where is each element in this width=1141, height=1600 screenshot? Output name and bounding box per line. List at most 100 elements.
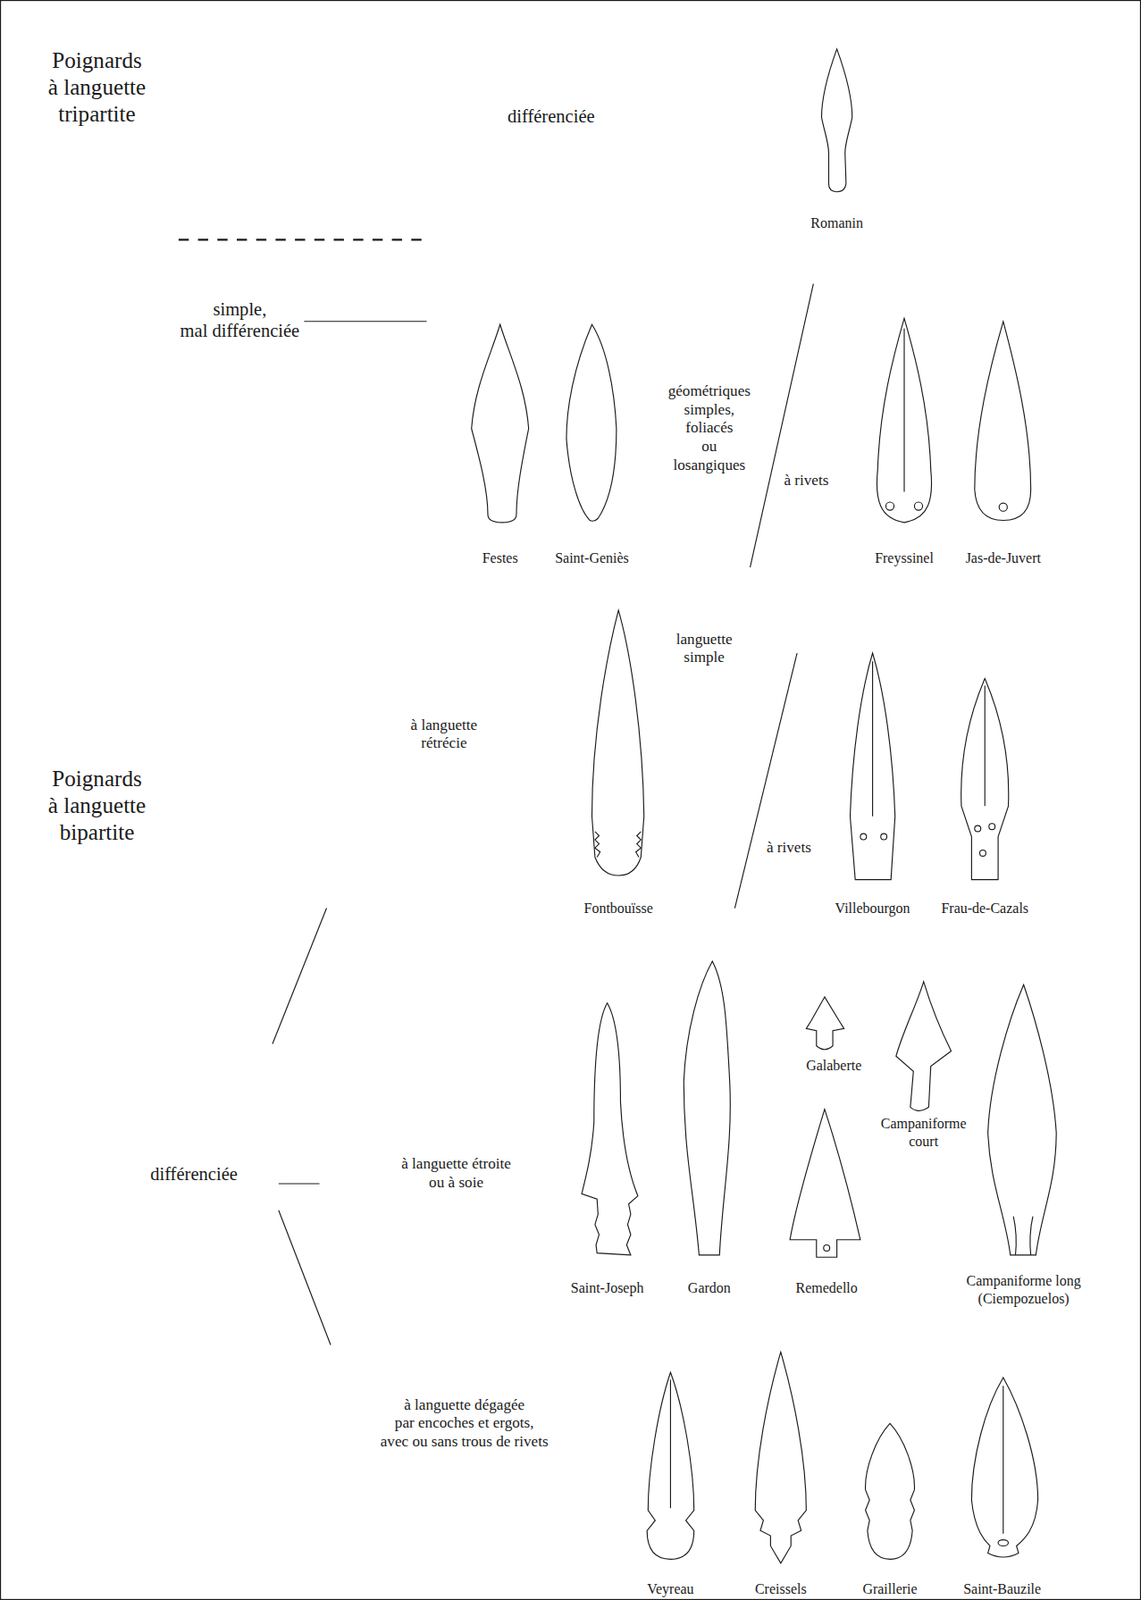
dagger-name: Festes [482,549,519,567]
dagger [471,324,529,523]
class-label: à languette étroite ou à soie [401,1155,512,1192]
text-line: différenciée [150,1163,238,1186]
divider [178,238,424,241]
text-line: à languette dégagée [380,1396,549,1416]
text-line: à languette [48,792,146,820]
text-line: Villebourgon [835,899,911,917]
dagger-name: Fontbouïsse [584,899,654,917]
text-line: mal différenciée [180,319,301,343]
class-label: languette simple [676,630,733,668]
dagger [988,984,1058,1256]
text-line: Veyreau [646,1580,694,1598]
class-label: à languette dégagée par encoches et ergo… [380,1396,549,1452]
text-line: bipartite [48,819,146,847]
branch-line [278,1182,320,1184]
text-line: à languette [411,716,479,736]
class-label: différenciée [150,1163,238,1186]
dagger-name: Saint-Joseph [570,1279,645,1297]
dagger-name: Veyreau [646,1580,694,1598]
dagger-name: Creissels [755,1580,807,1598]
text-line: Remedello [796,1279,858,1297]
dagger-name: Saint-Bauzile [963,1580,1041,1598]
class-label: différenciée [507,105,596,128]
dagger-name: Villebourgon [835,899,911,917]
text-line: Poignards [48,47,146,75]
dagger-name: Gardon [687,1279,731,1297]
dagger-name: Romanin [810,214,864,232]
dagger [896,981,952,1111]
split-line [734,653,798,909]
text-line: Gardon [687,1279,731,1297]
text-line: Graillerie [862,1580,917,1598]
text-line: Festes [482,549,519,567]
dagger [789,1109,861,1259]
text-line: différenciée [507,105,596,128]
text-line: avec ou sans trous de rivets [380,1433,549,1452]
dagger-name: Campaniforme long (Ciempozuelos) [965,1272,1081,1307]
text-line: géométriques [668,382,751,402]
dagger [971,1377,1038,1558]
group-heading: Poignards à languette tripartite [48,47,146,128]
dagger [876,318,932,522]
text-line: tripartite [48,100,146,128]
leader-line [303,320,427,322]
dagger [974,321,1032,521]
text-line: (Ciempozuelos) [965,1290,1081,1308]
text-line: ou [668,437,751,457]
text-line: Jas-de-Juvert [965,549,1041,567]
branch-line [272,908,328,1045]
text-line: ou à soie [401,1174,512,1193]
dagger [865,1423,915,1560]
text-line: Poignards [48,765,146,793]
text-line: Creissels [755,1580,807,1598]
text-line: Freyssinel [874,549,934,567]
dagger [961,679,1009,881]
split-line [750,284,814,569]
dagger [755,1351,806,1563]
text-line: Campaniforme long [965,1272,1081,1290]
dagger [849,653,895,881]
text-line: par encoches et ergots, [380,1414,549,1434]
text-line: à rivets [766,838,812,858]
text-line: à languette étroite [401,1155,512,1175]
text-line: à rivets [783,471,829,491]
text-line: Romanin [810,214,864,232]
text-line: simple [676,648,733,668]
text-line: Saint-Geniès [554,549,630,567]
text-line: simple, [180,298,301,321]
text-line: Fontbouïsse [584,899,654,917]
text-line: Frau-de-Cazals [940,899,1029,917]
text-line: Saint-Joseph [570,1279,645,1297]
dagger-name: Freyssinel [874,549,934,567]
text-line: court [880,1132,967,1150]
dagger-name: Frau-de-Cazals [940,899,1029,917]
text-line: losangiques [668,456,751,476]
text-line: à languette [48,74,146,101]
class-label: à rivets [766,838,812,858]
text-line: Saint-Bauzile [963,1580,1041,1598]
text-line: simples, [668,401,751,420]
dagger-name: Jas-de-Juvert [965,549,1041,567]
text-line: Galaberte [805,1057,862,1074]
class-label: à languette rétrécie [411,716,479,754]
dagger-name: Remedello [796,1279,858,1297]
dagger-name: Galaberte [805,1057,862,1074]
dagger [805,997,844,1050]
group-heading: Poignards à languette bipartite [48,765,146,847]
dagger [683,961,730,1256]
text-line: Campaniforme [880,1115,967,1133]
dagger-name: Graillerie [862,1580,917,1598]
dagger [566,324,617,521]
dagger [581,1003,638,1256]
branch-line [278,1210,331,1346]
dagger [821,49,852,193]
class-label: à rivets [783,471,829,491]
dagger-name: Saint-Geniès [554,549,630,567]
text-line: rétrécie [411,734,479,754]
class-label: simple, mal différenciée [180,298,301,343]
dagger [591,610,644,876]
dagger-name: Campaniforme court [880,1115,967,1150]
class-label: géométriques simples, foliacés ou losang… [668,382,751,475]
